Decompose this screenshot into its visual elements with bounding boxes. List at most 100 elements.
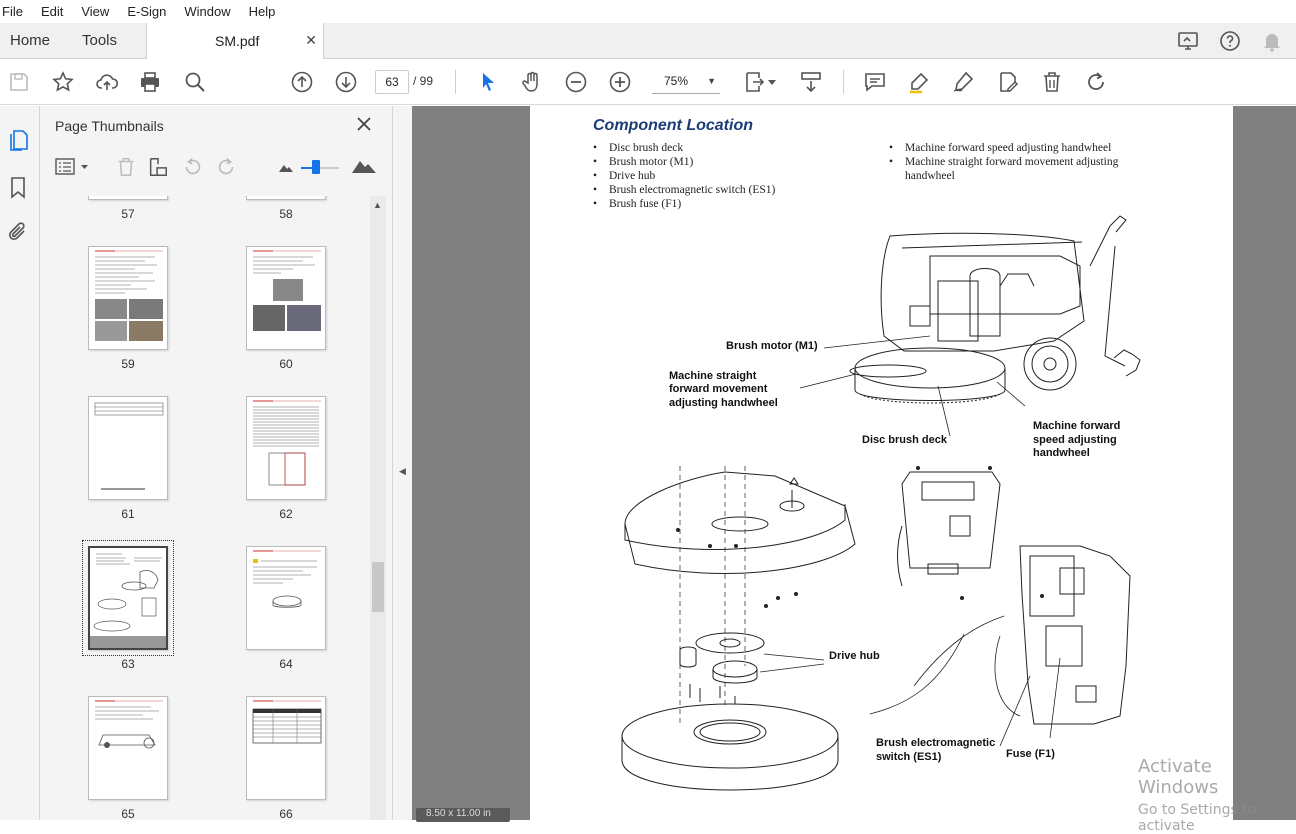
thumbnail-page[interactable]	[246, 396, 326, 500]
thumbnail-page[interactable]	[88, 196, 168, 200]
bullet-item: Machine forward speed adjusting handwhee…	[889, 141, 1159, 155]
watermark-line-1: Activate Windows	[1138, 756, 1219, 798]
select-cursor-icon[interactable]	[476, 70, 500, 94]
bullet-item: Brush electromagnetic switch (ES1)	[593, 183, 775, 197]
watermark-line-2: Go to Settings to activate	[1138, 802, 1257, 834]
bullet-item: Disc brush deck	[593, 141, 775, 155]
attachments-paperclip-icon[interactable]	[6, 220, 30, 244]
notifications-bell-icon[interactable]	[1260, 29, 1284, 53]
menu-view[interactable]: View	[81, 4, 110, 19]
menu-bar: File Edit View E-Sign Window Help	[0, 0, 1296, 23]
bullet-list-right: Machine forward speed adjusting handwhee…	[889, 141, 1159, 183]
next-page-icon[interactable]	[334, 70, 358, 94]
thumbnail-scrollbar[interactable]: ▲	[370, 196, 386, 820]
tab-document[interactable]: SM.pdf ✕	[146, 23, 324, 59]
thumbnail-label: 63	[121, 657, 135, 671]
panel-title: Page Thumbnails	[55, 118, 164, 134]
thumbnail-page[interactable]	[246, 246, 326, 350]
activation-watermark: Activate Windows Go to Settings to activ…	[1138, 756, 1296, 834]
thumbnail-page[interactable]	[246, 546, 326, 650]
upload-cloud-icon[interactable]	[95, 70, 119, 94]
zoom-out-icon[interactable]	[564, 70, 588, 94]
component-diagram	[621, 215, 1141, 791]
close-tab-icon[interactable]: ✕	[305, 32, 317, 48]
document-tab-label: SM.pdf	[215, 33, 260, 49]
thumbnail-options-icon[interactable]	[55, 156, 89, 178]
previous-page-icon[interactable]	[290, 70, 314, 94]
draw-sign-icon[interactable]	[951, 70, 975, 94]
hand-tool-icon[interactable]	[520, 70, 544, 94]
navigation-rail	[0, 106, 40, 820]
bookmarks-icon[interactable]	[6, 175, 30, 199]
edit-document-icon[interactable]	[996, 70, 1020, 94]
tab-tools[interactable]: Tools	[82, 32, 118, 49]
page-thumbnails-icon[interactable]	[6, 128, 30, 152]
thumbnail-label: 62	[279, 507, 293, 521]
callout-drive-hub: Drive hub	[829, 650, 880, 662]
main-toolbar	[0, 59, 1296, 105]
thumbnail-label: 65	[121, 807, 135, 820]
delete-trash-icon[interactable]	[1040, 70, 1064, 94]
bullet-list-left: Disc brush deck Brush motor (M1) Drive h…	[593, 141, 775, 211]
toolbar-divider	[843, 70, 844, 94]
menu-window[interactable]: Window	[184, 4, 231, 19]
thumbnail-smaller-icon[interactable]	[279, 162, 293, 172]
rotate-left-icon[interactable]	[182, 156, 204, 178]
bullet-item: Brush fuse (F1)	[593, 197, 775, 211]
thumbnail-larger-icon[interactable]	[352, 157, 376, 173]
help-icon[interactable]	[1218, 29, 1242, 53]
print-icon[interactable]	[138, 70, 162, 94]
fit-page-icon[interactable]	[743, 70, 767, 94]
thumbnail-page[interactable]	[88, 396, 168, 500]
callout-disc-brush-deck: Disc brush deck	[862, 434, 947, 446]
pdf-page: Component Location Disc brush deck Brush…	[530, 106, 1233, 820]
thumbnail-page[interactable]	[246, 196, 326, 200]
panel-splitter[interactable]: ◀	[392, 106, 412, 820]
close-panel-icon[interactable]	[355, 115, 373, 133]
thumbnail-page[interactable]	[246, 696, 326, 800]
document-viewer[interactable]: Component Location Disc brush deck Brush…	[412, 106, 1296, 822]
thumbnail-label: 58	[279, 207, 293, 221]
highlight-pen-icon[interactable]	[907, 70, 931, 94]
page-number-input[interactable]: 63	[375, 70, 409, 94]
menu-edit[interactable]: Edit	[40, 4, 64, 19]
thumbnail-page[interactable]	[88, 696, 168, 800]
thumbnail-label: 66	[279, 807, 293, 820]
thumbnail-label: 64	[279, 657, 293, 671]
zoom-in-icon[interactable]	[608, 70, 632, 94]
zoom-select[interactable]: 75%▼	[652, 70, 720, 94]
comment-icon[interactable]	[863, 70, 887, 94]
scroll-up-icon[interactable]: ▲	[373, 200, 382, 210]
delete-page-icon[interactable]	[115, 156, 137, 178]
rotate-right-icon[interactable]	[215, 156, 237, 178]
rotate-icon[interactable]	[1084, 70, 1108, 94]
thumbnail-label: 61	[121, 507, 135, 521]
callout-fuse: Fuse (F1)	[1006, 748, 1055, 760]
thumbnail-label: 60	[279, 357, 293, 371]
thumbnail-size-slider[interactable]	[301, 167, 339, 169]
thumbnail-size-handle[interactable]	[312, 160, 320, 174]
tab-home[interactable]: Home	[10, 32, 51, 49]
fit-dropdown-icon[interactable]	[768, 80, 778, 86]
scrollbar-thumb[interactable]	[372, 562, 384, 612]
scroll-mode-icon[interactable]	[799, 70, 823, 94]
menu-help[interactable]: Help	[248, 4, 276, 19]
menu-file[interactable]: File	[2, 4, 23, 19]
callout-electromagnetic-switch-2: switch (ES1)	[876, 751, 942, 763]
thumbnail-label: 57	[121, 207, 135, 221]
save-icon[interactable]	[7, 70, 31, 94]
callout-straight-handwheel-3: adjusting handwheel	[669, 397, 778, 409]
page-total: / 99	[413, 74, 434, 88]
bullet-item: Machine straight forward movement adjust…	[889, 155, 1159, 183]
share-screen-icon[interactable]	[1176, 29, 1200, 53]
chevron-down-icon: ▼	[707, 76, 716, 86]
menu-esign[interactable]: E-Sign	[127, 4, 167, 19]
search-zoom-icon[interactable]	[183, 70, 207, 94]
thumbnail-page[interactable]	[88, 246, 168, 350]
thumbnail-page-current[interactable]	[88, 546, 168, 650]
extract-page-icon[interactable]	[147, 156, 169, 178]
collapse-panel-icon[interactable]: ◀	[399, 466, 406, 476]
bullet-item: Drive hub	[593, 169, 775, 183]
callout-straight-handwheel-2: forward movement	[669, 383, 768, 395]
bookmark-star-icon[interactable]	[51, 70, 75, 94]
